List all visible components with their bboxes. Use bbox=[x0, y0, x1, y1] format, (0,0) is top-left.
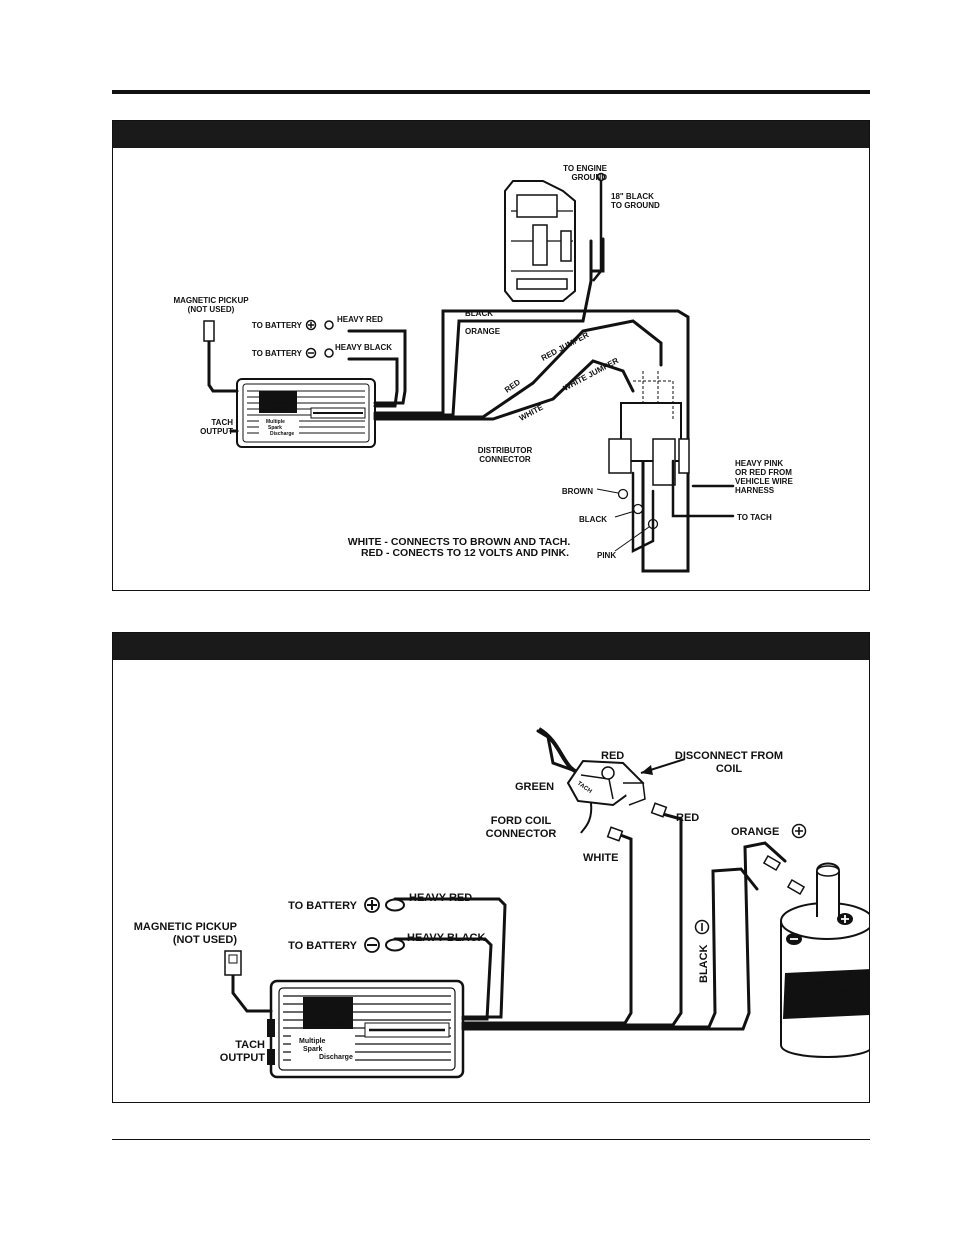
label-tach-output-2b: OUTPUT bbox=[220, 1052, 266, 1064]
label-distributor-connector-2: CONNECTOR bbox=[479, 455, 531, 464]
label-black-wire: BLACK bbox=[465, 309, 493, 318]
msd-ignition-box-2 bbox=[269, 979, 465, 1079]
coil-logo-msd: MSD bbox=[816, 977, 838, 988]
diagram-1-drawing: MSD IGNITION Multiple Spark Discharge bbox=[173, 164, 793, 573]
wiring-diagram-1: MSD IGNITION Multiple Spark Discharge bbox=[112, 120, 870, 591]
box-logo-ignition: IGNITION bbox=[267, 407, 290, 413]
label-magnetic-pickup-2a: MAGNETIC PICKUP bbox=[134, 921, 237, 933]
coil-logo-blaster: BLASTER bbox=[803, 988, 851, 999]
label-red-top: RED bbox=[601, 750, 624, 762]
box2-logo-msd: MSD bbox=[311, 1004, 345, 1021]
msd-ignition-box bbox=[236, 378, 376, 448]
label-distributor-connector-1: DISTRIBUTOR bbox=[478, 446, 533, 455]
battery-positive-ring bbox=[324, 320, 334, 330]
box-text-2: Spark bbox=[268, 425, 282, 431]
label-ford-coil-1: FORD COIL bbox=[491, 815, 552, 827]
diagram-2-wires bbox=[231, 729, 787, 1031]
label-tach-output-1: TACH bbox=[211, 418, 233, 427]
ford-coil-connector bbox=[537, 727, 668, 842]
label-disconnect-1: DISCONNECT FROM bbox=[675, 750, 783, 762]
note-line-1: WHITE - CONNECTS TO BROWN AND TACH. bbox=[348, 536, 571, 548]
label-pink: PINK bbox=[597, 551, 616, 560]
label-black-to-ground-1: 18" BLACK bbox=[611, 192, 654, 201]
label-to-battery-neg-2: TO BATTERY bbox=[288, 940, 358, 952]
label-to-engine-ground-1: TO ENGINE bbox=[563, 164, 608, 173]
box2-text-2: Spark bbox=[303, 1046, 323, 1053]
label-magnetic-pickup-2b: (NOT USED) bbox=[173, 934, 238, 946]
box-text-1: Multiple bbox=[266, 419, 285, 425]
label-to-battery-neg: TO BATTERY bbox=[252, 349, 303, 358]
label-tach-output-2a: TACH bbox=[235, 1039, 265, 1051]
diagram-1-title-bar bbox=[113, 121, 869, 148]
label-heavy-pink-4: HARNESS bbox=[735, 486, 775, 495]
label-magnetic-pickup-1: MAGNETIC PICKUP bbox=[173, 296, 249, 305]
label-orange-2: ORANGE bbox=[731, 826, 779, 838]
label-black-conn: BLACK bbox=[579, 515, 607, 524]
label-green: GREEN bbox=[515, 781, 554, 793]
diagram-2-title-bar bbox=[113, 633, 869, 660]
diagram-2-drawing: MSD IGNITION Multiple Spark Discharge bbox=[134, 727, 869, 1079]
label-heavy-pink-2: OR RED FROM bbox=[735, 468, 792, 477]
top-rule bbox=[112, 90, 870, 94]
distributor-cap bbox=[504, 180, 576, 302]
label-magnetic-pickup-2: (NOT USED) bbox=[188, 305, 235, 314]
label-to-engine-ground-2: GROUND bbox=[571, 173, 607, 182]
label-heavy-red: HEAVY RED bbox=[337, 315, 383, 324]
coil-logo-2f: 2F bbox=[819, 1001, 840, 1018]
box2-text-3: Discharge bbox=[319, 1054, 353, 1061]
battery-negative-ring bbox=[324, 348, 334, 358]
label-red-wire-2: RED bbox=[676, 812, 699, 824]
wiring-diagram-2: MSD IGNITION Multiple Spark Discharge bbox=[112, 632, 870, 1103]
label-red-jumper: RED JUMPER bbox=[540, 330, 591, 363]
battery-negative-ring-2 bbox=[385, 938, 405, 952]
msd-blaster-coil bbox=[780, 862, 869, 1058]
note-line-2: RED - CONECTS TO 12 VOLTS AND PINK. bbox=[361, 547, 569, 559]
label-heavy-pink-3: VEHICLE WIRE bbox=[735, 477, 793, 486]
ground-ring bbox=[596, 172, 606, 182]
magnetic-pickup-plug bbox=[203, 320, 215, 342]
label-white-wire-2: WHITE bbox=[583, 852, 618, 864]
label-heavy-black-2: HEAVY BLACK bbox=[407, 932, 485, 944]
label-tach-output-2: OUTPUT bbox=[200, 427, 233, 436]
label-heavy-red-2: HEAVY RED bbox=[409, 892, 472, 904]
box-text-3: Discharge bbox=[270, 431, 294, 437]
label-to-battery-pos-2: TO BATTERY bbox=[288, 900, 358, 912]
label-orange-wire: ORANGE bbox=[465, 327, 501, 336]
label-heavy-black: HEAVY BLACK bbox=[335, 343, 392, 352]
box-logo-msd: MSD bbox=[266, 395, 291, 407]
label-to-battery-pos: TO BATTERY bbox=[252, 321, 303, 330]
box2-text-1: Multiple bbox=[299, 1038, 326, 1045]
box2-logo-ignition: IGNITION bbox=[312, 1021, 343, 1028]
diagram-1-wires bbox=[207, 237, 690, 573]
label-ford-coil-2: CONNECTOR bbox=[486, 828, 557, 840]
label-disconnect-2: COIL bbox=[716, 763, 743, 775]
label-heavy-pink-1: HEAVY PINK bbox=[735, 459, 783, 468]
label-black-2: BLACK bbox=[698, 944, 710, 983]
label-brown: BROWN bbox=[562, 487, 593, 496]
bottom-rule bbox=[112, 1139, 870, 1140]
battery-positive-ring-2 bbox=[385, 898, 405, 912]
label-to-tach: TO TACH bbox=[737, 513, 772, 522]
label-black-to-ground-2: TO GROUND bbox=[611, 201, 660, 210]
distributor-connector bbox=[608, 371, 690, 530]
